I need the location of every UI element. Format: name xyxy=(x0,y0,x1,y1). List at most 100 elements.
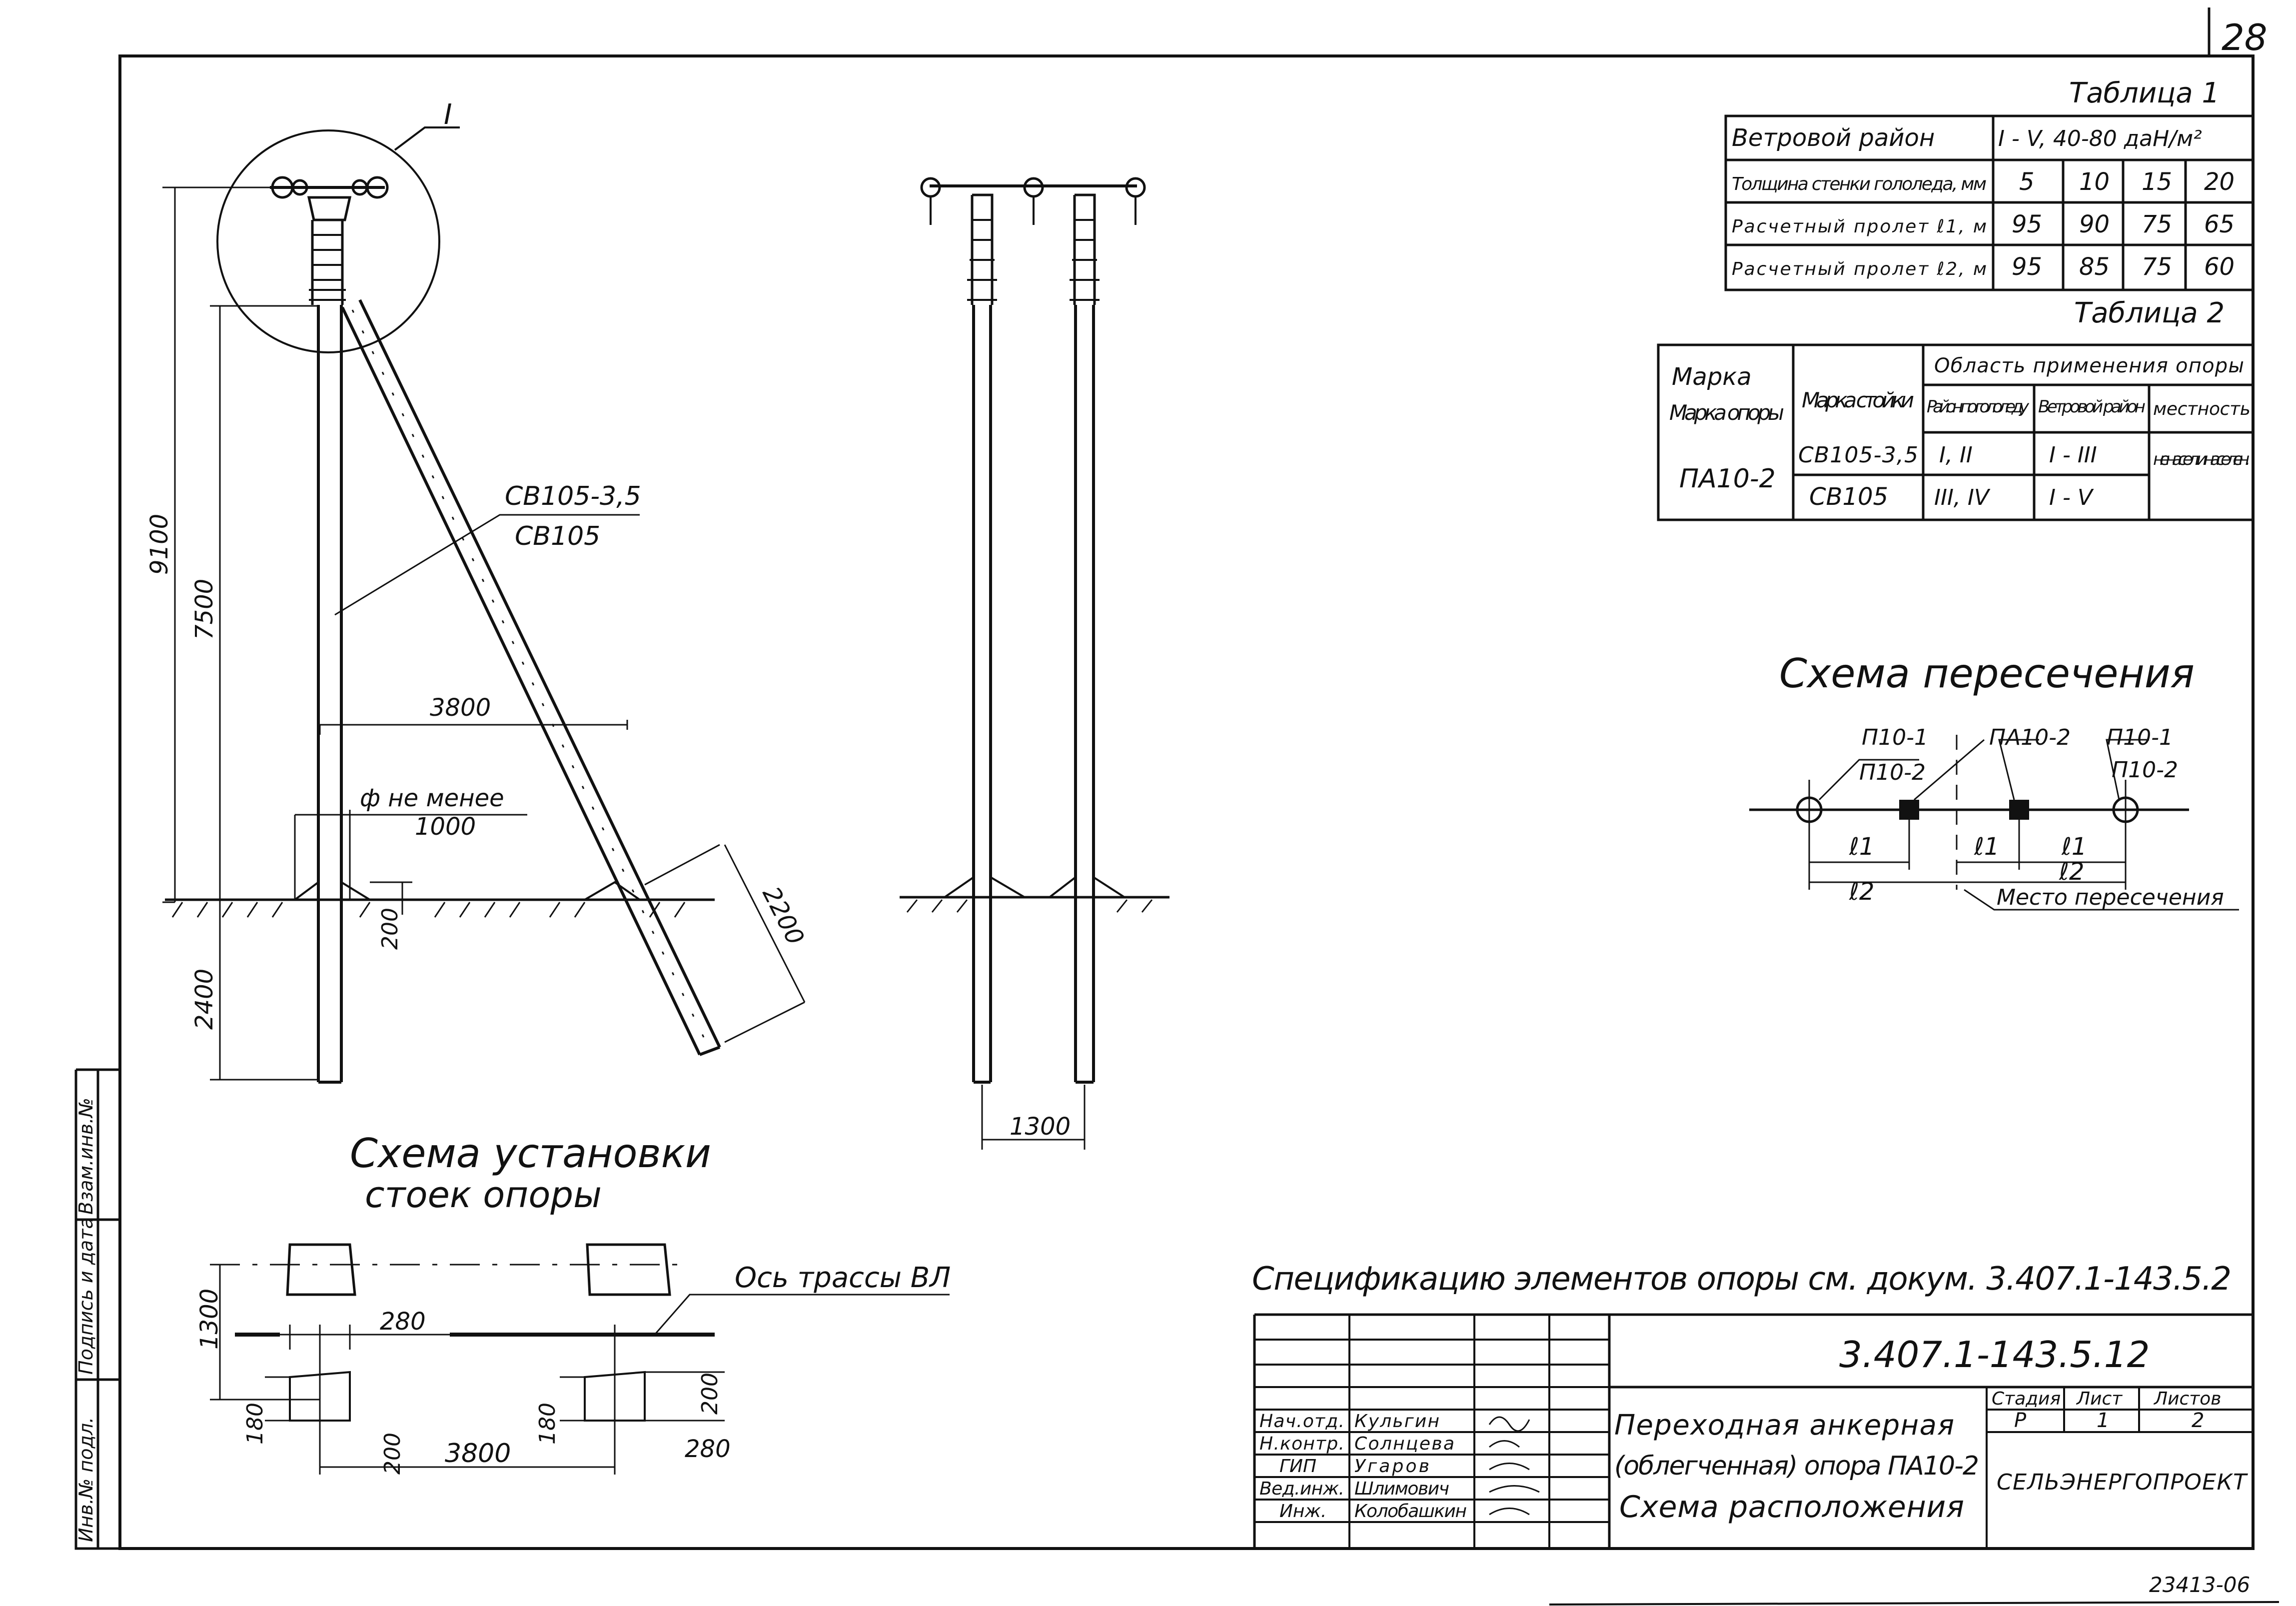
crossing-place: Место пересечения xyxy=(1997,885,2224,910)
table2-h-terrain: местность xyxy=(2153,399,2251,419)
table2-title: Таблица 2 xyxy=(2074,297,2225,329)
detail-mark: I xyxy=(444,98,452,131)
side-strip xyxy=(74,1068,120,1550)
stage-header: Стадия xyxy=(1992,1389,2061,1409)
install-dim-200b: 200 xyxy=(697,1373,723,1415)
dim-2400: 2400 xyxy=(190,969,218,1030)
install-dim-1300: 1300 xyxy=(195,1289,223,1350)
sheet-frame xyxy=(118,7,2255,1550)
table1-row1-v1: 5 xyxy=(2019,168,2035,196)
crossing-right-top: П10-1 xyxy=(2107,725,2173,750)
install-title-2: стоек опоры xyxy=(365,1174,602,1216)
inventory-number: 23413-06 xyxy=(2149,1573,2250,1597)
post-label-2: СВ105 xyxy=(515,521,600,551)
install-dim-280a: 280 xyxy=(380,1308,426,1336)
crossing-middle: ПА10-2 xyxy=(1989,725,2071,750)
dim-9100: 9100 xyxy=(145,514,173,575)
title-block: 3.407.1-143.5.12 Нач.отд. Кульгин Н.конт… xyxy=(1253,1313,2253,1549)
crossing-left-top: П10-1 xyxy=(1862,725,1928,750)
table2-row1-ice: I, II xyxy=(1939,442,1973,468)
table1-row2-v2: 90 xyxy=(2079,210,2110,238)
stage-value: Р xyxy=(2014,1409,2027,1432)
desc-line-3: Схема расположения xyxy=(1619,1490,1964,1525)
crossing-scheme: Схема пересечения П10-1 П10-2 ПА10-2 П10… xyxy=(1749,650,2239,911)
install-dim-180a: 180 xyxy=(242,1403,268,1445)
title-code: 3.407.1-143.5.12 xyxy=(1839,1334,2150,1376)
table1-row3-v2: 85 xyxy=(2079,253,2110,281)
install-scheme: Схема установки стоек опоры Ось трассы В… xyxy=(195,1130,951,1475)
dim-7500: 7500 xyxy=(190,579,218,640)
staff-name-3: Угаров xyxy=(1354,1456,1429,1477)
install-dim-280b: 280 xyxy=(685,1435,731,1463)
table1-wind-value: I - V, 40-80 даН/м² xyxy=(1998,126,2202,151)
crossing-left-bottom: П10-2 xyxy=(1859,760,1926,785)
table1-wind-label: Ветровой район xyxy=(1732,124,1935,152)
post-label-1: СВ105-3,5 xyxy=(505,481,641,511)
crossing-title: Схема пересечения xyxy=(1779,650,2195,697)
org-name: СЕЛЬЭНЕРГОПРОЕКТ xyxy=(1997,1470,2248,1495)
install-dim-3800: 3800 xyxy=(445,1439,511,1469)
table1-row1-v2: 10 xyxy=(2079,168,2110,196)
table2-h-mark-support-1: Марка xyxy=(1672,363,1752,391)
side-label-1: Взам.инв.№ xyxy=(75,1098,97,1215)
table2-h-ice: Район по гололеду xyxy=(1927,397,2030,417)
table2-row1-wind: I - III xyxy=(2049,442,2097,468)
sheet-value: 1 xyxy=(2097,1409,2109,1432)
table2-row1-post: СВ105-3,5 xyxy=(1798,442,1918,468)
table1-row2-label: Расчетный пролет ℓ1, м xyxy=(1732,216,1987,237)
table1-row2-v1: 95 xyxy=(2012,210,2042,238)
table1-row2-v3: 75 xyxy=(2142,210,2172,238)
table1-row3-v1: 95 xyxy=(2012,253,2042,281)
sheets-header: Листов xyxy=(2153,1389,2221,1409)
table1-title: Таблица 1 xyxy=(2069,77,2220,109)
side-view: I 9100 7500 2400 3800 ф не менее xyxy=(145,98,810,1084)
install-dim-180b: 180 xyxy=(535,1403,560,1445)
staff-role-2: Н.контр. xyxy=(1259,1434,1344,1454)
crossing-l2-a: ℓ2 xyxy=(1849,878,1874,906)
crossing-right-bottom: П10-2 xyxy=(2112,757,2178,783)
table2-h-area: Область применения опоры xyxy=(1934,354,2244,377)
table1-row1-v3: 15 xyxy=(2142,168,2172,196)
sheet-header: Лист xyxy=(2076,1389,2123,1409)
staff-name-1: Кульгин xyxy=(1354,1411,1439,1432)
table2-terrain: ненасел. и населен. xyxy=(2153,449,2251,469)
crossing-l1-b: ℓ1 xyxy=(1974,833,1999,861)
table2-row2-post: СВ105 xyxy=(1809,483,1888,511)
staff-role-5: Инж. xyxy=(1279,1501,1326,1522)
crossing-l1-a: ℓ1 xyxy=(1849,833,1874,861)
staff-name-4: Шлимович xyxy=(1354,1479,1449,1499)
table1-row1-label: Толщина стенки гололеда, мм xyxy=(1732,174,1987,194)
side-label-2: Подпись и дата xyxy=(75,1217,97,1375)
staff-name-5: Колобашкин xyxy=(1354,1501,1467,1522)
dim-min-label: ф не менее xyxy=(360,784,504,812)
dim-1000: 1000 xyxy=(415,813,476,841)
sheets-value: 2 xyxy=(2192,1409,2204,1432)
staff-name-2: Солнцева xyxy=(1354,1434,1454,1454)
install-title-1: Схема установки xyxy=(350,1130,711,1177)
front-view: 1300 xyxy=(900,177,1169,1150)
spec-note: Спецификацию элементов опоры см. докум. … xyxy=(1252,1261,2232,1298)
table2-row2-wind: I - V xyxy=(2049,485,2094,510)
staff-role-3: ГИП xyxy=(1279,1456,1316,1477)
table1-row2-v4: 65 xyxy=(2204,210,2235,238)
dim-2200: 2200 xyxy=(757,882,809,949)
dim-200: 200 xyxy=(377,908,403,950)
table2: Таблица 2 Марка Марка опоры Марка стойки… xyxy=(1657,297,2255,521)
table1-row3-v3: 75 xyxy=(2142,253,2172,281)
table2-h-mark-post: Марка стойки xyxy=(1802,388,1914,412)
install-axis: Ось трассы ВЛ xyxy=(735,1262,951,1294)
table1-row1-v4: 20 xyxy=(2204,168,2235,196)
crossing-l1-c: ℓ1 xyxy=(2061,833,2087,861)
crossing-l2-b: ℓ2 xyxy=(2059,858,2084,886)
table2-row2-ice: III, IV xyxy=(1934,485,1991,510)
table2-h-wind: Ветровой район xyxy=(2038,397,2146,417)
front-dim-1300: 1300 xyxy=(1010,1113,1071,1141)
table2-h-mark-support: Марка опоры xyxy=(1669,400,1784,425)
staff-role-4: Вед.инж. xyxy=(1259,1479,1344,1499)
sheet-number: 28 xyxy=(2222,16,2268,58)
staff-role-1: Нач.отд. xyxy=(1259,1411,1344,1432)
side-label-3: Инв.№ подл. xyxy=(75,1417,97,1542)
install-dim-200a: 200 xyxy=(380,1433,405,1475)
table1-row3-v4: 60 xyxy=(2204,253,2235,281)
